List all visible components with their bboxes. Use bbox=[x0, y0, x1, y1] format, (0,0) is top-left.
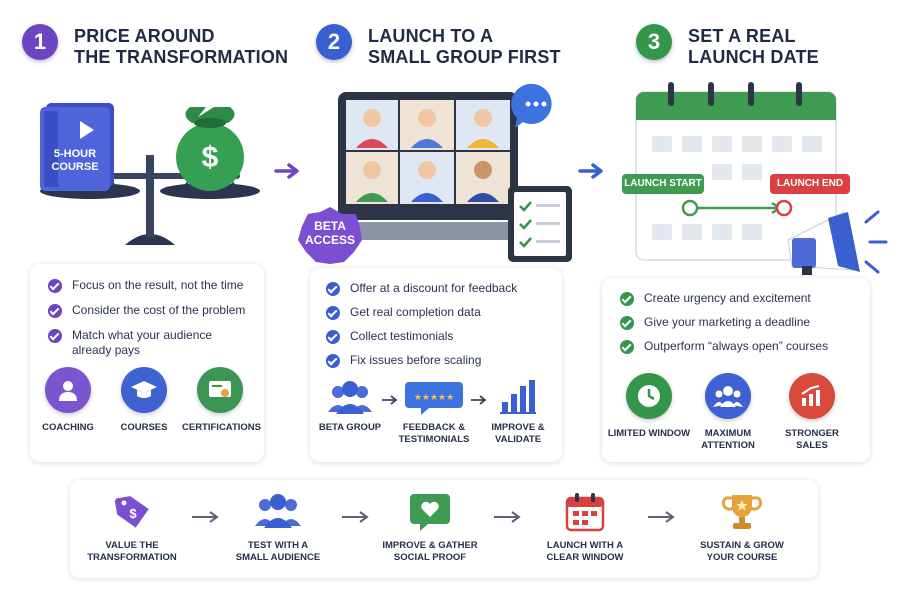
check-icon bbox=[326, 354, 340, 368]
feedback-item: ★★★★★ FEEDBACK &TESTIMONIALS bbox=[396, 378, 472, 446]
step-2-card: Offer at a discount for feedback Get rea… bbox=[310, 268, 562, 462]
bullet-item: Get real completion data bbox=[326, 305, 556, 320]
check-icon bbox=[326, 330, 340, 344]
svg-text:$: $ bbox=[202, 141, 219, 174]
svg-text:★★★★★: ★★★★★ bbox=[414, 393, 454, 403]
money-bag-icon: $ bbox=[176, 107, 244, 191]
bullet-item: Consider the cost of the problem bbox=[48, 303, 253, 318]
launch-start-label: LAUNCH START bbox=[622, 174, 704, 194]
step-1-card: Focus on the result, not the time Consid… bbox=[30, 264, 264, 462]
bullet-item: Outperform “always open” courses bbox=[620, 339, 865, 354]
bullet-item: Create urgency and excitement bbox=[620, 291, 865, 306]
bar-chart-icon bbox=[500, 380, 536, 414]
step-3-number: 3 bbox=[636, 24, 672, 60]
arrow-right-icon bbox=[494, 511, 521, 523]
clock-icon bbox=[626, 373, 672, 419]
certifications-item: CERTIFICATIONS bbox=[182, 367, 261, 434]
check-icon bbox=[620, 292, 634, 306]
growth-chart-icon bbox=[789, 373, 835, 419]
arrow-right-icon bbox=[274, 163, 299, 179]
step-3-bullets: Create urgency and excitement Give your … bbox=[620, 291, 865, 354]
checklist-icon bbox=[508, 186, 572, 262]
chat-bubble-icon bbox=[511, 83, 552, 128]
video-call-icon bbox=[346, 100, 510, 204]
step-1-number: 1 bbox=[22, 24, 58, 60]
course-book-icon bbox=[40, 103, 114, 191]
arrow-right-icon bbox=[471, 395, 487, 405]
megaphone-icon bbox=[787, 210, 888, 275]
check-icon bbox=[620, 340, 634, 354]
step-2-title: LAUNCH TO A SMALL GROUP FIRST bbox=[368, 26, 561, 67]
step-2-bullets: Offer at a discount for feedback Get rea… bbox=[326, 281, 556, 368]
svg-text:$: $ bbox=[129, 506, 137, 521]
beta-group-item: BETA GROUP bbox=[312, 378, 388, 434]
bullet-item: Offer at a discount for feedback bbox=[326, 281, 556, 296]
step-1-bullets: Focus on the result, not the time Consid… bbox=[48, 278, 253, 358]
calendar-illustration bbox=[635, 82, 888, 275]
bullet-item: Collect testimonials bbox=[326, 329, 556, 344]
scale-illustration: $ bbox=[40, 103, 260, 245]
check-icon bbox=[48, 279, 62, 293]
arrow-right-icon bbox=[382, 395, 398, 405]
bullet-item: Focus on the result, not the time bbox=[48, 278, 253, 293]
step-2-header: 2 LAUNCH TO A SMALL GROUP FIRST bbox=[316, 24, 561, 68]
laptop-illustration bbox=[328, 83, 572, 262]
arrow-right-icon bbox=[192, 511, 219, 523]
step-2-number: 2 bbox=[316, 24, 352, 60]
heart-bubble-icon bbox=[410, 494, 450, 531]
step-1-header: 1 PRICE AROUND THE TRANSFORMATION bbox=[22, 24, 288, 68]
courses-item: COURSES bbox=[112, 367, 176, 434]
step-1-title: PRICE AROUND THE TRANSFORMATION bbox=[74, 26, 289, 67]
person-icon bbox=[45, 367, 91, 413]
play-icon bbox=[80, 121, 94, 139]
certificate-icon bbox=[197, 367, 243, 413]
calendar-icon bbox=[565, 493, 605, 532]
improve-item: IMPROVE &VALIDATE bbox=[482, 378, 554, 446]
check-icon bbox=[48, 304, 62, 318]
course-label: 5-HOUR COURSE bbox=[51, 148, 99, 173]
step-3-card: Create urgency and excitement Give your … bbox=[602, 278, 870, 462]
arrow-right-icon bbox=[578, 163, 603, 179]
step-3-header: 3 SET A REAL LAUNCH DATE bbox=[636, 24, 819, 68]
beta-access-badge: BETA ACCESS bbox=[298, 206, 362, 264]
audience-icon bbox=[705, 373, 751, 419]
check-icon bbox=[48, 329, 62, 343]
group-icon bbox=[255, 494, 301, 528]
group-icon bbox=[328, 381, 372, 414]
bullet-item: Fix issues before scaling bbox=[326, 353, 556, 368]
limited-window-item: LIMITED WINDOW bbox=[604, 373, 694, 440]
arrow-right-icon bbox=[648, 511, 675, 523]
coaching-item: COACHING bbox=[36, 367, 100, 434]
trophy-icon bbox=[721, 495, 763, 529]
rating-bubble-icon: ★★★★★ bbox=[405, 382, 463, 415]
step-3-title: SET A REAL LAUNCH DATE bbox=[688, 26, 819, 67]
launch-end-label: LAUNCH END bbox=[770, 174, 850, 194]
price-tag-icon: $ bbox=[114, 496, 149, 528]
graduation-cap-icon bbox=[121, 367, 167, 413]
bullet-item: Give your marketing a deadline bbox=[620, 315, 865, 330]
check-icon bbox=[620, 316, 634, 330]
bullet-item: Match what your audience already pays bbox=[48, 328, 253, 358]
check-icon bbox=[326, 282, 340, 296]
calendar-icon bbox=[635, 82, 837, 261]
arrow-right-icon bbox=[342, 511, 369, 523]
check-icon bbox=[326, 306, 340, 320]
